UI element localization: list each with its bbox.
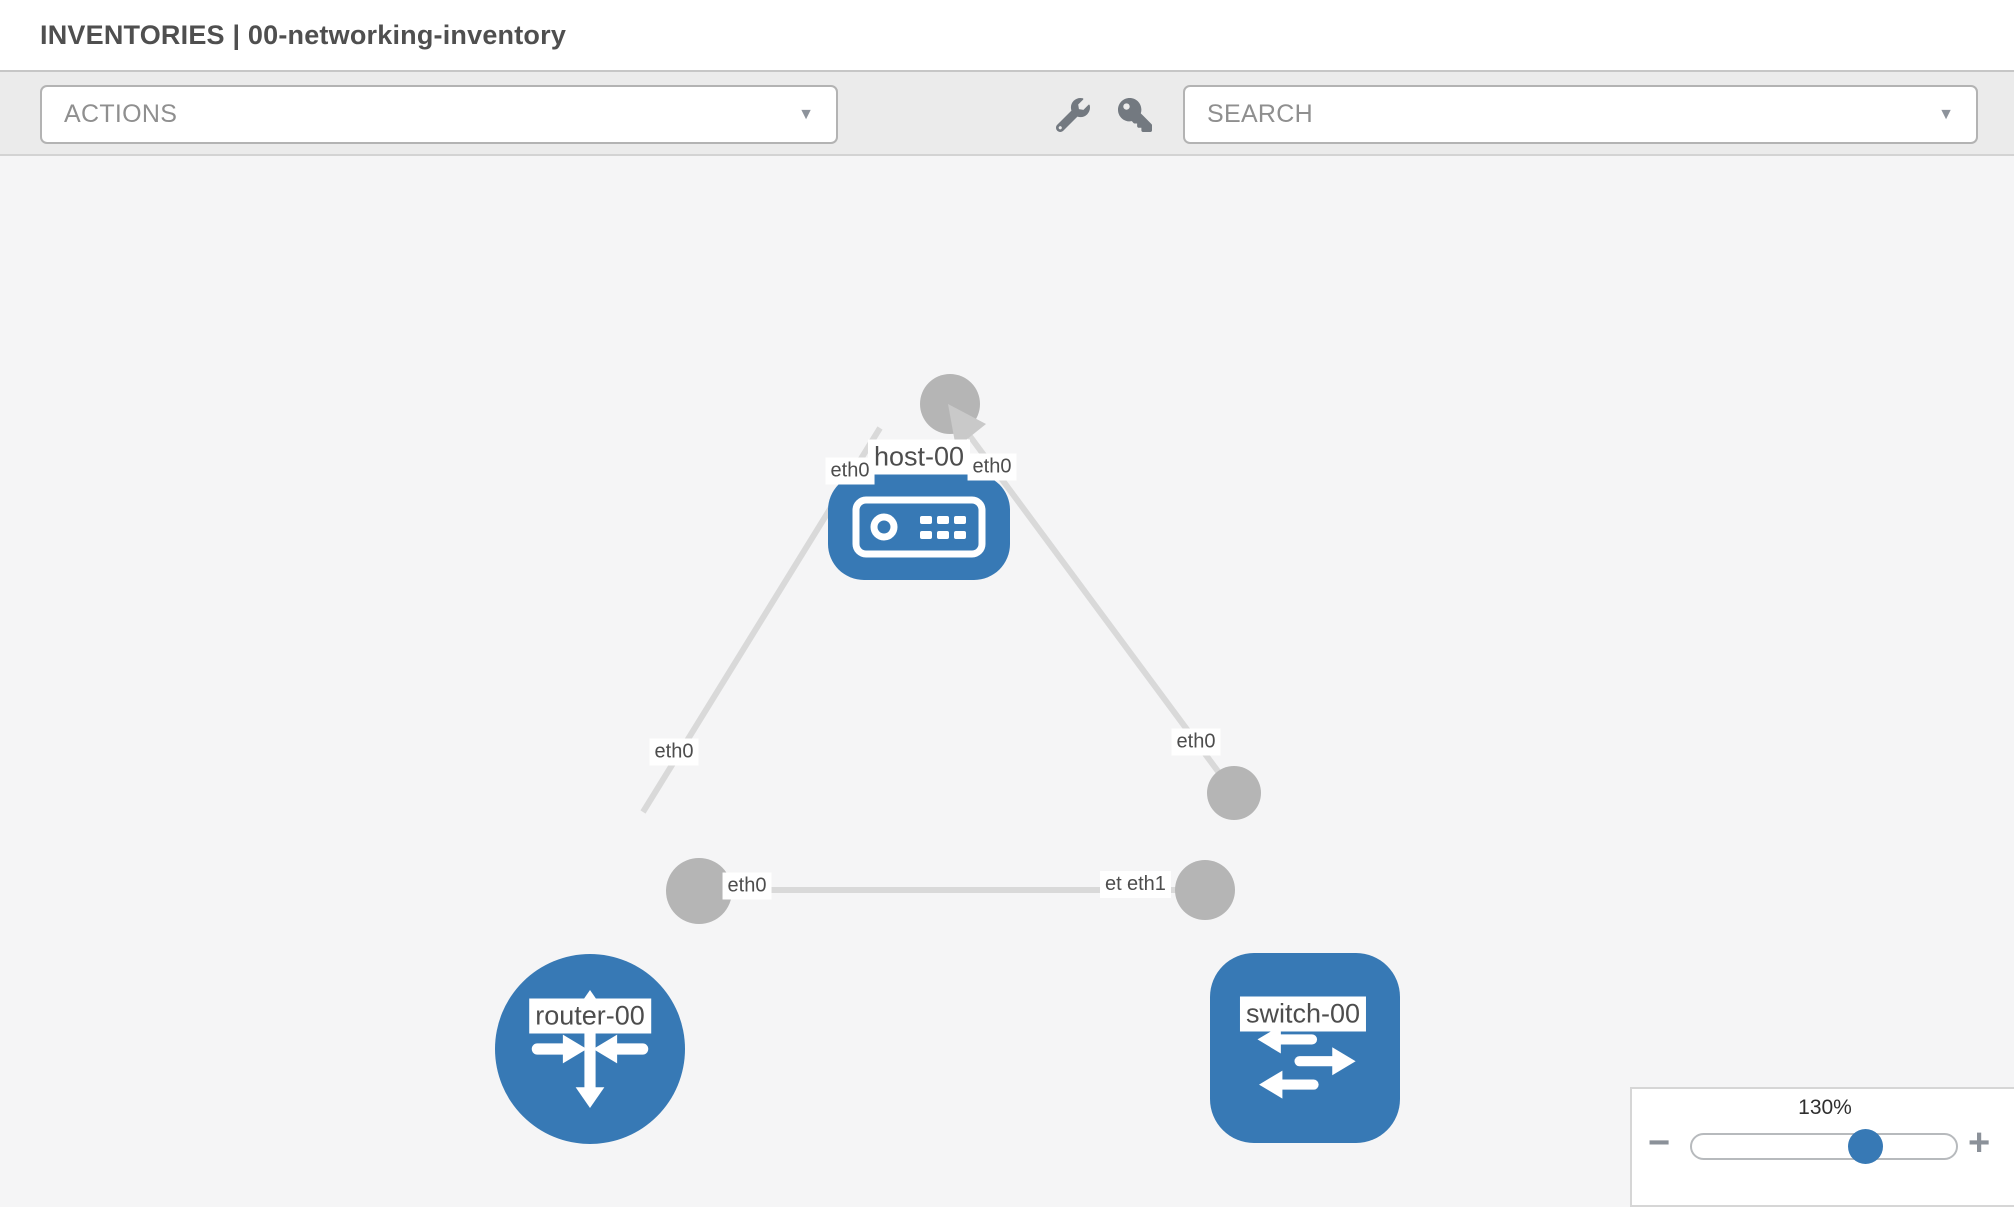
- node-label-host: host-00: [867, 439, 971, 475]
- actions-dropdown[interactable]: ACTIONS ▼: [40, 85, 838, 144]
- zoom-slider[interactable]: [1690, 1129, 1958, 1164]
- page-title: INVENTORIES | 00-networking-inventory: [40, 20, 567, 50]
- key-icon: [1118, 98, 1152, 132]
- chevron-down-icon: ▼: [798, 105, 814, 123]
- zoom-out-button[interactable]: −: [1648, 1122, 1671, 1164]
- interface-dot-switch-left[interactable]: [1175, 860, 1235, 920]
- node-label-switch: switch-00: [1239, 996, 1367, 1032]
- node-router-00[interactable]: [495, 954, 685, 1144]
- interface-label-host-to-router: eth0: [825, 457, 875, 485]
- key-button[interactable]: [1116, 96, 1154, 134]
- interface-label-switch-to-router: eth1: [1122, 871, 1171, 898]
- node-label-router: router-00: [529, 998, 651, 1034]
- router-icon: [531, 989, 649, 1109]
- search-dropdown[interactable]: SEARCH ▼: [1183, 85, 1978, 144]
- host-icon: [852, 496, 986, 558]
- node-host-00[interactable]: [828, 474, 1010, 580]
- zoom-level: 130%: [1798, 1096, 1852, 1119]
- search-dropdown-label: SEARCH: [1207, 100, 1313, 128]
- interface-label-router-to-switch: eth0: [722, 872, 772, 900]
- tools-button[interactable]: [1054, 96, 1092, 134]
- interface-label-host-to-switch: eth0: [967, 453, 1017, 481]
- topology-links-layer: [640, 374, 1261, 924]
- interface-label-router-to-host: eth0: [649, 738, 699, 766]
- interface-label-switch-to-host: eth0: [1171, 728, 1221, 756]
- link-arrowhead: [948, 404, 986, 448]
- interface-dot-router[interactable]: [666, 858, 732, 924]
- chevron-down-icon: ▼: [1938, 105, 1954, 123]
- zoom-slider-handle[interactable]: [1848, 1129, 1883, 1164]
- actions-dropdown-label: ACTIONS: [64, 100, 178, 128]
- topology-canvas[interactable]: [0, 156, 2014, 1200]
- header: INVENTORIES | 00-networking-inventory: [0, 0, 2014, 72]
- zoom-in-button[interactable]: +: [1968, 1122, 1991, 1164]
- interface-dot-switch-top[interactable]: [1207, 766, 1261, 820]
- wrench-icon: [1056, 98, 1090, 132]
- node-switch-00[interactable]: [1210, 953, 1400, 1143]
